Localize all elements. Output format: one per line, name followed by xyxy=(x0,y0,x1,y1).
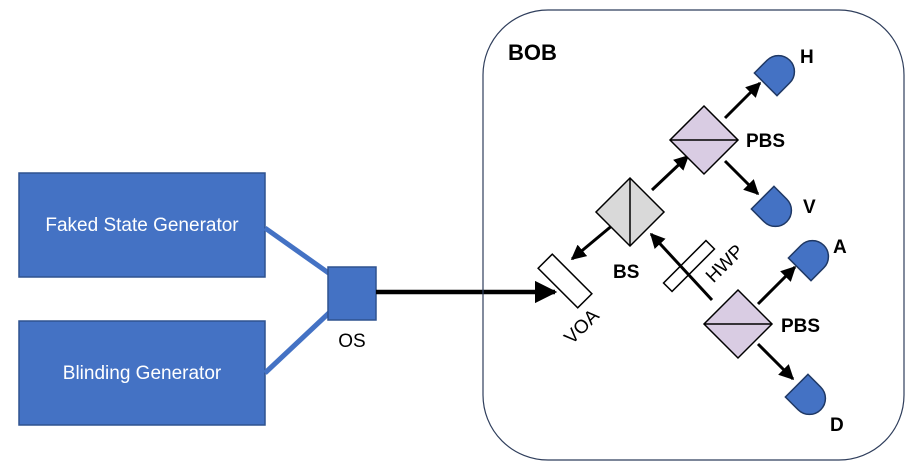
detector-d xyxy=(784,373,827,416)
pbs-upper-label: PBS xyxy=(746,131,785,152)
blinding-generator: Blinding Generator xyxy=(18,320,266,426)
optical-switch-label: OS xyxy=(338,331,365,352)
voa-label: VOA xyxy=(560,305,603,348)
detector-a-label: A xyxy=(833,237,847,258)
beam-to-detector-v xyxy=(723,159,760,196)
bob-title: BOB xyxy=(508,40,557,65)
detector-a xyxy=(787,239,830,282)
detector-v-label: V xyxy=(803,197,816,218)
beam-bs-to-pbs-upper xyxy=(650,154,690,192)
blinding-generator-label: Blinding Generator xyxy=(63,363,222,384)
bob-enclosure xyxy=(482,9,905,461)
pbs-upper xyxy=(668,104,740,176)
faked-state-generator-label: Faked State Generator xyxy=(45,215,239,236)
beam-to-detector-d xyxy=(756,342,795,381)
fiber-faked-to-switch xyxy=(263,225,332,277)
beam-voa-to-bs xyxy=(570,222,615,261)
beam-pbs-lower-to-bs xyxy=(649,232,714,302)
voa xyxy=(537,253,593,309)
detector-v xyxy=(750,185,793,228)
pbs-lower xyxy=(702,288,774,360)
detector-h-label: H xyxy=(800,47,814,68)
beam-splitter xyxy=(594,176,666,248)
pbs-lower-label: PBS xyxy=(781,316,820,337)
faked-state-generator: Faked State Generator xyxy=(18,172,266,278)
beam-to-detector-a xyxy=(756,265,797,306)
detector-d-label: D xyxy=(830,415,844,436)
bs-label: BS xyxy=(613,262,639,283)
detector-h xyxy=(753,54,796,97)
beam-to-detector-h xyxy=(723,81,762,120)
hwp xyxy=(662,239,716,293)
optical-switch xyxy=(327,266,377,321)
fiber-blinding-to-switch xyxy=(263,310,332,375)
